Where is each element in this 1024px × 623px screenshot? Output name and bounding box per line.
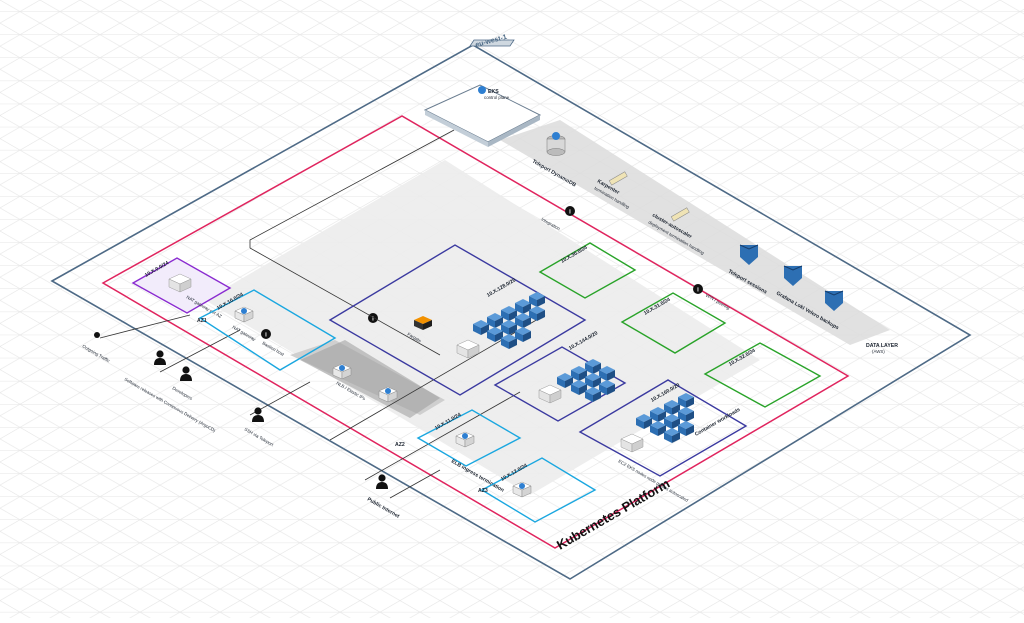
private-subnet-c: [578, 379, 748, 477]
eks-title: EKS: [488, 89, 499, 95]
data-layer-band: [500, 120, 890, 345]
database-subnet-a: [538, 242, 637, 299]
private-subnet-b: [493, 346, 627, 422]
connector-lines: [99, 129, 546, 499]
data-layer-caption-sub: (AWS): [872, 349, 885, 354]
database-subnet-b: [620, 292, 727, 354]
az1-label: AZ1: [197, 318, 207, 324]
info-icon[interactable]: [693, 284, 703, 294]
fargate-icon: [414, 316, 432, 330]
autoscaler-icon: [670, 207, 690, 222]
public-subnet-az1: [198, 289, 337, 371]
info-icon[interactable]: [368, 313, 378, 323]
az2-label: AZ2: [395, 442, 405, 448]
karpenter-icon: [608, 171, 628, 186]
info-icon[interactable]: [261, 329, 271, 339]
eks-slab-right: [488, 115, 540, 147]
region-label-tab: [469, 39, 515, 47]
nlb-shading: [300, 340, 440, 418]
info-icon[interactable]: [565, 206, 575, 216]
data-layer-caption: DATA LAYER: [866, 343, 898, 349]
eks-subtitle: control plane: [484, 95, 510, 100]
public-subnet-az2: [416, 409, 522, 467]
dynamodb-icon: [546, 132, 566, 156]
database-subnet-c: [703, 342, 822, 408]
outgoing-traffic-icon: [94, 332, 100, 338]
region-boundary: [50, 44, 972, 580]
eks-slab-left: [425, 110, 488, 147]
private-subnet-a: [328, 244, 587, 396]
kubernetes-platform-boundary: [101, 115, 850, 549]
eks-icon: [478, 86, 486, 94]
az3-label: AZ3: [478, 488, 488, 494]
public-subnet-az3: [480, 457, 597, 523]
